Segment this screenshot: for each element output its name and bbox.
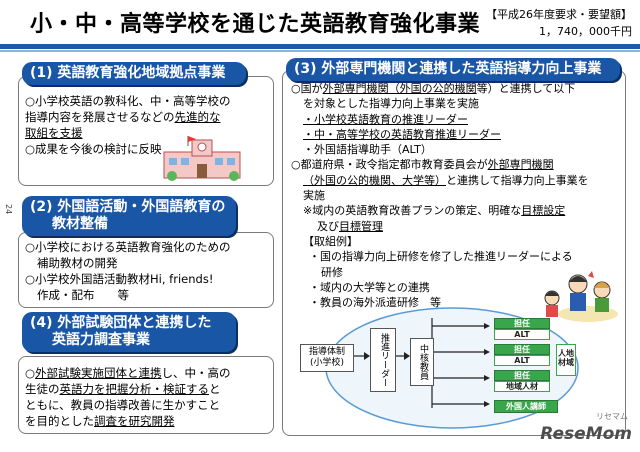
section4-heading: (4) 外部試験団体と連携した 英語力調査事業	[22, 312, 236, 352]
section1-line: 指導内容を発展させるなどの先進的な	[25, 109, 267, 125]
section3-underlined: 目標管理	[339, 219, 383, 233]
section4-heading-line1: (4) 外部試験団体と連携した	[30, 315, 212, 331]
budget-label: 【平成26年度要求・要望額】	[486, 8, 632, 21]
section4-underlined: 英語力を把握分析・検証する	[59, 382, 210, 396]
section3-underlined: 外部専門機関（外国の公的機関	[322, 82, 477, 95]
section4-underlined: 調査を研究開発	[94, 414, 175, 428]
section3-line: 実施	[303, 189, 325, 203]
section1-line: ○成果を今後の検討に反映	[25, 142, 162, 156]
section3-underlined: 外部専門機関	[487, 158, 554, 172]
section2-panel: ○小学校における英語教育強化のための 補助教材の開発 ○小学校外国語活動教材Hi…	[18, 232, 274, 308]
section2-heading-line2: 教材整備	[52, 216, 108, 232]
section1-line: ○小学校英語の教科化、中・高等学校の	[25, 94, 231, 108]
page-title: 小・中・高等学校を通じた英語教育強化事業	[30, 12, 481, 37]
section3-line: ※域内の英語教育改善プランの策定、明確な目標設定	[291, 203, 617, 218]
section3-line: ・域内の大学等との連携	[309, 280, 430, 294]
foreign-instructor-label: 外国人講師	[494, 400, 558, 413]
section4-line: ともに、教員の指導改善に生かすこと	[25, 398, 221, 412]
resemom-watermark: ReseMom	[540, 424, 632, 444]
section2-heading-line1: (2) 外国語活動・外国語教育の	[30, 199, 226, 215]
guidance-system-label: 指導体制 (小学校)	[300, 344, 354, 372]
section4-text: ○	[25, 366, 36, 380]
section3-text: 及び	[317, 219, 339, 233]
section4-text: 生徒の	[25, 382, 60, 396]
school-building-illustration	[163, 136, 241, 181]
section3-line: 研修	[321, 265, 343, 279]
side-page-number: 24	[4, 204, 13, 215]
section3-line: 及び目標管理	[291, 219, 617, 234]
section4-text: を目的とした	[25, 414, 94, 428]
section2-heading: (2) 外国語活動・外国語教育の 教材整備	[22, 196, 236, 236]
section3-line: ・教員の海外派遣研修 等	[309, 296, 441, 310]
section3-line: ○国が外部専門機関（外国の公的機関等）と連携して以下	[291, 81, 617, 96]
section2-line: 補助教材の開発	[37, 256, 118, 270]
section3-line: ・小学校英語教育の推進リーダー	[303, 112, 468, 126]
section4-line: を目的とした調査を研究開発	[25, 413, 267, 429]
section1-text: 指導内容を発展させるなどの	[25, 110, 175, 124]
core-teacher-box: 中核教員	[410, 338, 434, 386]
section3-line: ○都道府県・政令指定都市教育委員会が外部専門機関	[291, 157, 617, 172]
budget-amount: 1，740，000千円	[539, 25, 632, 38]
section3-line: ・国の指導力向上研修を修了した推進リーダーによる	[309, 250, 573, 264]
section4-text: と	[209, 382, 221, 396]
homeroom-label: 担任	[494, 344, 550, 355]
watermark-small: リセマム	[596, 412, 628, 421]
section4-text: し、中・高の	[161, 366, 231, 380]
section2-line: ○小学校外国語活動教材Hi, friends!	[25, 272, 214, 286]
title-divider-light	[0, 50, 640, 52]
section1-panel: ○小学校英語の教科化、中・高等学校の 指導内容を発展させるなどの先進的な 取組を…	[18, 76, 274, 186]
section3-line: （外国の公的機関、大学等）と連携して指導力向上事業を	[291, 173, 617, 188]
alt-label: ALT	[494, 355, 550, 366]
section1-line: 取組を支援	[25, 126, 83, 140]
section3-line: ・中・高等学校の英語教育推進リーダー	[303, 127, 501, 141]
section3-text: ○国が	[291, 82, 323, 95]
local-resources-label: 人地 材域	[556, 344, 576, 376]
budget-info: 【平成26年度要求・要望額】 1，740，000千円	[486, 6, 632, 40]
section3-underlined: （外国の公的機関、大学等）	[303, 173, 446, 187]
guidance-system-line1: 指導体制	[308, 347, 345, 357]
section3-text: と連携して指導力向上事業を	[446, 173, 589, 187]
section3-line: を対象とした指導力向上事業を実施	[303, 97, 479, 111]
section3-line: 【取組例】	[303, 234, 358, 248]
section1-underlined: 先進的な	[174, 110, 221, 124]
section4-line: ○外部試験実施団体と連携し、中・高の	[25, 365, 267, 381]
promotion-leader-box: 推進リーダー	[370, 328, 396, 392]
section3-text: 等）と連携して以下	[476, 82, 576, 95]
homeroom-label: 担任	[494, 370, 550, 381]
section3-text: ○都道府県・政令指定都市教育委員会が	[291, 158, 488, 172]
guidance-system-line2: (小学校)	[309, 358, 345, 368]
teachers-students-illustration	[544, 271, 618, 322]
title-divider	[0, 44, 640, 49]
section1-heading: (1) 英語教育強化地域拠点事業	[22, 62, 246, 85]
section3-text: ※域内の英語教育改善プランの策定、明確な	[303, 204, 522, 218]
homeroom-label: 担任	[494, 318, 550, 329]
section4-line: 生徒の英語力を把握分析・検証すると	[25, 381, 267, 397]
section2-line: 作成・配布 等	[37, 288, 129, 302]
section4-underlined: 外部試験実施団体と連携	[35, 366, 162, 380]
section4-heading-line2: 英語力調査事業	[52, 332, 150, 348]
local-personnel-label: 地域人材	[494, 381, 550, 392]
alt-label: ALT	[494, 329, 550, 340]
section2-line: ○小学校における英語教育強化のための	[25, 240, 231, 254]
section3-line: ・外国語指導助手（ALT）	[303, 143, 432, 157]
section3-heading: (3) 外部専門機関と連携した英語指導力向上事業	[286, 58, 620, 81]
section3-underlined: 目標設定	[521, 204, 566, 218]
section4-panel: ○外部試験実施団体と連携し、中・高の 生徒の英語力を把握分析・検証すると ともに…	[18, 356, 274, 434]
